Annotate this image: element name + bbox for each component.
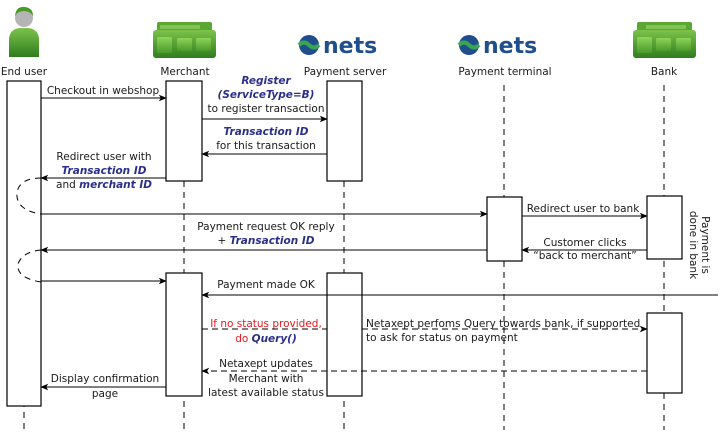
actor-label-merchant: Merchant <box>160 66 209 78</box>
do-text: do <box>235 333 251 345</box>
message-label-netaxept-updates: Netaxept updates <box>219 358 313 370</box>
activation-merchant-2 <box>165 272 203 397</box>
nets-logo-text: nets <box>323 34 377 59</box>
query-text: Query() <box>252 333 297 345</box>
actor-label-end-user: End user <box>1 66 48 78</box>
message-label-payment-request-transaction-id: + Transaction ID <box>217 235 314 247</box>
actor-label-bank: Bank <box>651 66 678 78</box>
message-label-netaxept-query: Netaxept perfoms Query towards bank, if … <box>366 318 640 330</box>
message-label-back-to-merchant: “back to merchant” <box>533 250 636 262</box>
actor-label-payment-terminal: Payment terminal <box>458 66 551 78</box>
side-note-payment-is: Payment is <box>699 216 711 274</box>
message-label-do-query: do Query() <box>235 333 297 345</box>
message-label-redirect-to-bank: Redirect user to bank <box>527 203 641 215</box>
activation-merchant-1 <box>165 80 203 182</box>
message-label-netaxept-query-desc: to ask for status on payment <box>366 332 518 344</box>
activation-bank-2 <box>646 312 683 394</box>
message-label-merchant-with: Merchant with <box>229 373 304 385</box>
message-label-register-servicetype: (ServiceType=B) <box>218 89 315 101</box>
message-label-redirect-user: Redirect user with <box>56 151 151 163</box>
bank-icon <box>633 22 696 58</box>
message-label-redirect-merchant-id: and merchant ID <box>56 179 152 191</box>
nets-logo-icon <box>457 35 481 55</box>
message-label-customer-clicks: Customer clicks <box>543 237 626 249</box>
message-label-payment-request-ok: Payment request OK reply <box>197 221 334 233</box>
transaction-id-text: Transaction ID <box>230 235 315 247</box>
activation-payment-server-2 <box>326 272 363 397</box>
message-label-latest-status: latest available status <box>208 387 324 399</box>
message-label-transaction-id: Transaction ID <box>224 126 309 138</box>
side-note-done-in-bank: done in bank <box>687 211 699 280</box>
nets-logo-text: nets <box>483 34 537 59</box>
message-label-payment-made-ok: Payment made OK <box>217 279 316 291</box>
message-label-page: page <box>92 388 118 400</box>
loop-arc-2 <box>17 249 42 283</box>
redirect-and-text: and <box>56 179 79 191</box>
message-label-transaction-id-desc: for this transaction <box>216 140 316 152</box>
nets-logo-icon <box>297 35 321 55</box>
message-label-no-status: If no status provided, <box>210 318 322 330</box>
activation-bank-1 <box>646 195 683 260</box>
activation-payment-terminal <box>486 196 523 262</box>
user-icon <box>9 6 39 57</box>
activation-end-user <box>6 80 42 407</box>
redirect-merchant-id-text: merchant ID <box>79 179 152 191</box>
plus-text: + <box>217 235 229 247</box>
message-label-checkout: Checkout in webshop <box>47 85 160 97</box>
message-label-redirect-transaction-id: Transaction ID <box>62 165 147 177</box>
message-label-display-confirmation: Display confirmation <box>51 373 159 385</box>
activation-payment-server-1 <box>326 80 363 182</box>
storefront-icon <box>153 22 216 58</box>
actor-label-payment-server: Payment server <box>304 66 387 78</box>
message-label-register-desc: to register transaction <box>207 103 324 115</box>
message-label-register: Register <box>241 75 291 87</box>
